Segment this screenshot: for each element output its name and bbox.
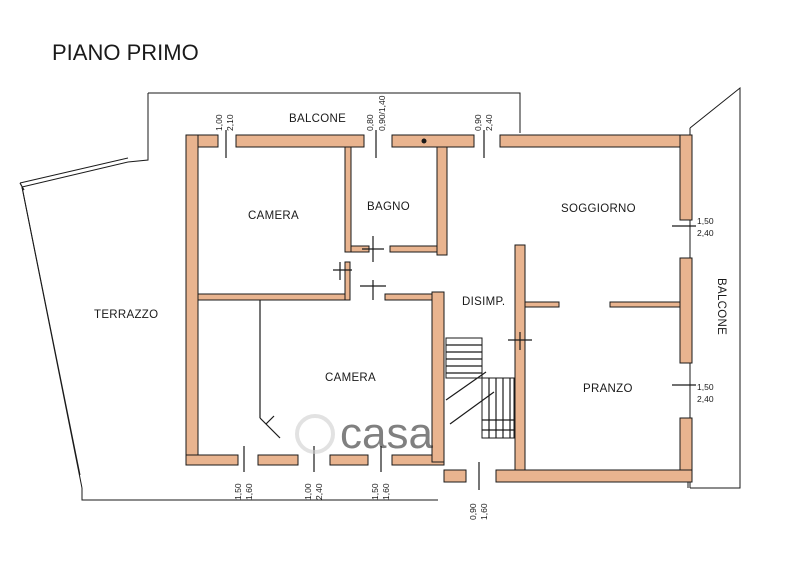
watermark-logo: casa (295, 409, 433, 458)
dim-top-camera-width: 1,00 (214, 114, 224, 131)
dim-bottom-right-height: 1,60 (381, 483, 391, 500)
label-soggiorno: SOGGIORNO (561, 203, 636, 215)
window-marks (225, 130, 696, 490)
interior-details (259, 138, 532, 439)
dim-right-soggiorno-width: 1,50 (697, 216, 714, 226)
dim-top-bagno-width: 0,80 (365, 114, 375, 131)
dim-bottom-right-width: 1,50 (370, 483, 380, 500)
balcony-right-outline (500, 86, 741, 489)
label-disimp: DISIMP. (462, 296, 505, 308)
dim-bottom-mid-height: 2,40 (314, 483, 324, 500)
label-bagno: BAGNO (367, 201, 410, 213)
label-camera-bottom: CAMERA (325, 372, 376, 384)
dim-top-bagno-height: 0,90/1,40 (377, 95, 387, 131)
dim-bottom-mid-width: 1,00 (303, 483, 313, 500)
dim-bottom-left-height: 1,60 (244, 483, 254, 500)
label-terrazzo: TERRAZZO (94, 309, 158, 321)
label-balcone-top: BALCONE (289, 113, 346, 125)
dim-right-pranzo-width: 1,50 (697, 382, 714, 392)
terrace-outline (19, 92, 521, 501)
plan-title: PIANO PRIMO (52, 40, 199, 65)
dim-top-soggiorno-width: 0,90 (473, 114, 483, 131)
staircase (445, 337, 515, 439)
label-camera-top: CAMERA (248, 210, 299, 222)
dim-bottom-stair-height: 1,60 (479, 503, 489, 520)
dim-right-soggiorno-height: 2,40 (697, 228, 714, 238)
dim-bottom-stair-width: 0,90 (468, 503, 478, 520)
watermark-text: casa (340, 409, 433, 458)
dim-right-pranzo-height: 2,40 (697, 394, 714, 404)
dim-top-soggiorno-height: 2,40 (484, 114, 494, 131)
dimension-labels: 1,00 2,10 0,80 0,90/1,40 0,90 2,40 1,50 … (214, 95, 714, 520)
label-balcone-right: BALCONE (715, 278, 727, 335)
walls (185, 134, 693, 483)
dim-bottom-left-width: 1,50 (233, 483, 243, 500)
dim-top-camera-height: 2,10 (225, 114, 235, 131)
label-pranzo: PRANZO (583, 383, 633, 395)
